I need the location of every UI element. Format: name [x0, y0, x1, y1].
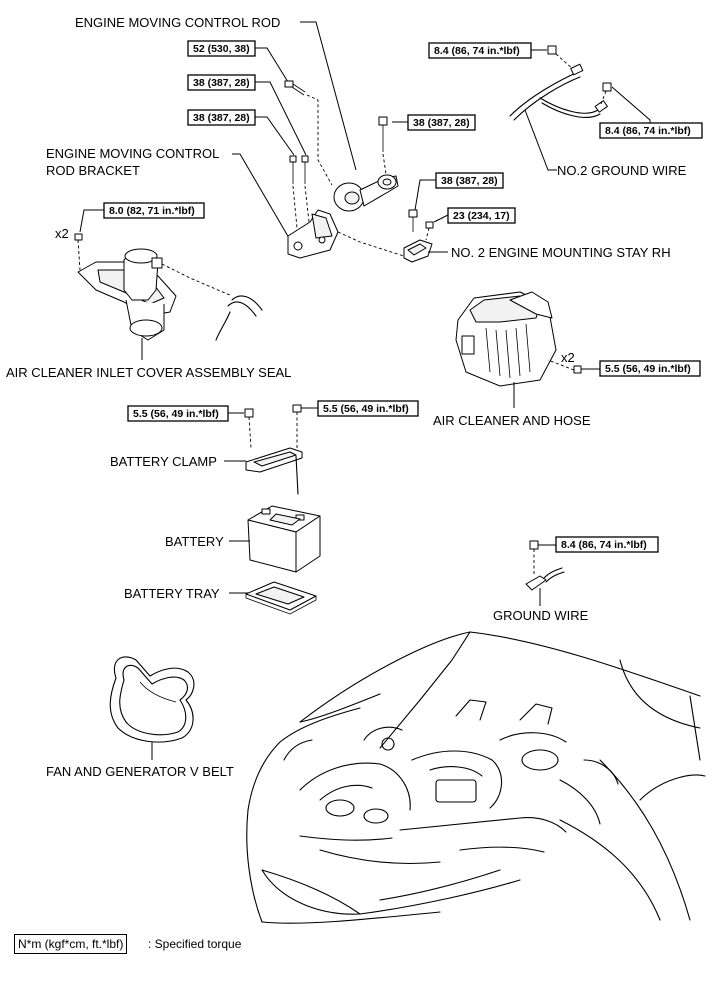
- dash-bracket-stay: [337, 231, 411, 259]
- label-battery-clamp: BATTERY CLAMP: [110, 454, 217, 469]
- label-bracket-1: ENGINE MOVING CONTROL: [46, 146, 219, 161]
- torque-5-5b: 5.5 (56, 49 in.*lbf): [133, 408, 219, 420]
- dash-52: [306, 94, 333, 186]
- torque-38a: 38 (387, 28): [193, 77, 250, 89]
- label-battery: BATTERY: [165, 534, 224, 549]
- torque-8-0: 8.0 (82, 71 in.*lbf): [109, 205, 195, 217]
- bolt-38d-icon: [408, 209, 418, 232]
- label-battery-tray: BATTERY TRAY: [124, 586, 220, 601]
- leader-t23: [433, 214, 449, 223]
- no2-ground-wire-part: [509, 63, 608, 121]
- label-air-cleaner-and-hose: AIR CLEANER AND HOSE: [433, 413, 591, 428]
- legend-torque-text: : Specified torque: [148, 937, 242, 951]
- torque-5-5a: 5.5 (56, 49 in.*lbf): [605, 363, 691, 375]
- label-fan-belt: FAN AND GENERATOR V BELT: [46, 764, 234, 779]
- leader-t38a: [255, 81, 307, 156]
- label-ground-wire: GROUND WIRE: [493, 608, 589, 623]
- qty-inlet-bolts: x2: [55, 226, 69, 241]
- bolt-5-5b-icon: [244, 408, 254, 449]
- battery-clamp-part: [245, 447, 303, 495]
- label-no2-ground-wire: NO.2 GROUND WIRE: [557, 163, 687, 178]
- bolt-8-0-icon: [74, 233, 83, 271]
- torque-box-8-4b: [599, 122, 703, 139]
- torque-52: 52 (530, 38): [193, 43, 250, 55]
- leader-control-rod: [300, 21, 357, 171]
- leader-t52: [255, 47, 289, 83]
- label-air-cleaner-inlet-cover: AIR CLEANER INLET COVER ASSEMBLY SEAL: [6, 365, 291, 380]
- torque-38b: 38 (387, 28): [193, 112, 250, 124]
- leader-bracket: [232, 153, 290, 239]
- inlet-hose-detail: [215, 295, 263, 341]
- torque-box-8-4c: [555, 536, 659, 553]
- qty-hose-bolts: x2: [561, 350, 575, 365]
- torque-38d: 38 (387, 28): [441, 175, 498, 187]
- label-bracket-2: ROD BRACKET: [46, 163, 140, 178]
- nut-5-5c-icon: [292, 404, 302, 448]
- bolt-52-icon: [284, 80, 306, 96]
- bolt-8-4a-icon: [547, 45, 575, 71]
- vehicle-engine-compartment-illustration: [246, 631, 706, 924]
- fan-and-generator-v-belt-part: [109, 656, 195, 743]
- leader-8-0: [79, 209, 104, 233]
- dash-inlet: [161, 263, 233, 297]
- leader-t38d: [414, 179, 436, 211]
- ground-wire-part: [525, 567, 565, 591]
- torque-8-4c: 8.4 (86, 74 in.*lbf): [561, 539, 647, 551]
- nut-23-icon: [425, 221, 434, 241]
- battery-tray-part: [245, 581, 317, 615]
- bolt-38c-icon: [378, 116, 388, 152]
- bolt-pair-icon: [289, 155, 309, 184]
- torque-8-4a: 8.4 (86, 74 in.*lbf): [434, 45, 520, 57]
- no2-engine-mounting-stay-part: [403, 239, 433, 263]
- leader-t38b: [255, 116, 295, 156]
- torque-5-5c: 5.5 (56, 49 in.*lbf): [323, 403, 409, 415]
- label-engine-moving-control-rod: ENGINE MOVING CONTROL ROD: [75, 15, 280, 30]
- torque-38c: 38 (387, 28): [413, 117, 470, 129]
- bolt-8-4b-icon: [600, 82, 612, 105]
- battery-part: [247, 505, 321, 573]
- air-cleaner-inlet-cover-part: [77, 248, 177, 341]
- air-cleaner-and-hose-part: [455, 291, 557, 387]
- torque-23: 23 (234, 17): [453, 210, 510, 222]
- label-no2-mounting-stay: NO. 2 ENGINE MOUNTING STAY RH: [451, 245, 671, 260]
- engine-moving-control-rod-bracket-part: [287, 209, 339, 259]
- torque-box-5-5a: [599, 360, 701, 377]
- engine-moving-control-rod-part: [333, 174, 399, 212]
- torque-box-5-5c: [317, 400, 419, 417]
- leader-no2-ground: [524, 109, 557, 171]
- legend-torque-box: N*m (kgf*cm, ft.*lbf): [14, 934, 128, 954]
- torque-8-4b: 8.4 (86, 74 in.*lbf): [605, 125, 691, 137]
- bolt-8-4c-icon: [529, 540, 539, 576]
- leader-8-4b: [611, 86, 651, 123]
